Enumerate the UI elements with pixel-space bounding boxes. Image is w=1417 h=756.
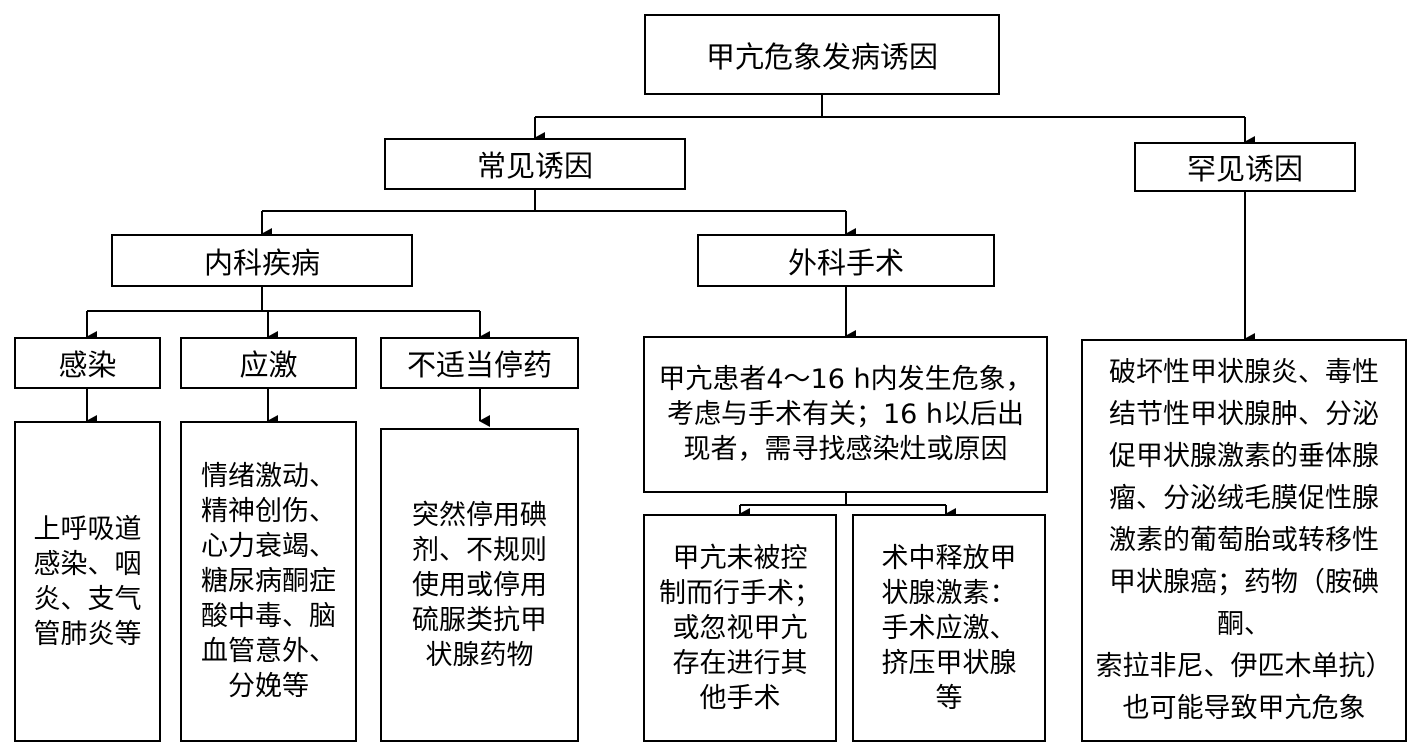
- infection-detail-box: 上呼吸道 感染、咽 炎、支气 管肺炎等: [14, 421, 161, 742]
- root-node: 甲亢危象发病诱因: [644, 14, 1000, 95]
- withdrawal-detail-text: 突然停用碘 剂、不规则 使用或停用 硫脲类抗甲 状腺药物: [412, 499, 547, 671]
- common-triggers-label: 常见诱因: [476, 149, 593, 183]
- rare-detail-text: 破坏性甲状腺炎、毒性 结节性甲状腺肿、分泌 促甲状腺激素的垂体腺 瘤、分泌绒毛膜…: [1095, 356, 1393, 724]
- stress-detail-text: 情绪激动、 精神创伤、 心力衰竭、 糖尿病酮症 酸中毒、脑 血管意外、 分娩等: [201, 461, 336, 702]
- stress-node: 应激: [180, 337, 357, 389]
- rare-triggers-node: 罕见诱因: [1134, 142, 1356, 192]
- root-label: 甲亢危象发病诱因: [705, 39, 938, 74]
- stress-detail-box: 情绪激动、 精神创伤、 心力衰竭、 糖尿病酮症 酸中毒、脑 血管意外、 分娩等: [180, 421, 357, 742]
- infection-detail-text: 上呼吸道 感染、咽 炎、支气 管肺炎等: [33, 513, 142, 650]
- infection-node: 感染: [14, 337, 161, 389]
- common-triggers-node: 常见诱因: [384, 138, 686, 190]
- hormone-release-text: 术中释放甲 状腺激素： 手术应激、 挤压甲状腺 等: [881, 542, 1017, 714]
- rare-detail-box: 破坏性甲状腺炎、毒性 结节性甲状腺肿、分泌 促甲状腺激素的垂体腺 瘤、分泌绒毛膜…: [1081, 339, 1407, 742]
- improper-withdrawal-node: 不适当停药: [380, 337, 579, 389]
- uncontrolled-surgery-box: 甲亢未被控 制而行手术； 或忽视甲亢 存在进行其 他手术: [643, 514, 837, 742]
- medical-disease-label: 内科疾病: [203, 245, 320, 280]
- surgery-timing-text: 甲亢患者4～16 h内发生危象， 考虑与手术有关；16 h以后出 现者，需寻找感…: [658, 364, 1033, 465]
- infection-label: 感染: [58, 348, 117, 382]
- hormone-release-box: 术中释放甲 状腺激素： 手术应激、 挤压甲状腺 等: [852, 514, 1046, 742]
- surgery-node: 外科手术: [697, 234, 995, 287]
- surgery-timing-box: 甲亢患者4～16 h内发生危象， 考虑与手术有关；16 h以后出 现者，需寻找感…: [643, 336, 1048, 493]
- surgery-label: 外科手术: [787, 245, 904, 280]
- medical-disease-node: 内科疾病: [111, 234, 413, 287]
- stress-label: 应激: [239, 348, 298, 382]
- improper-withdrawal-label: 不适当停药: [406, 348, 552, 382]
- rare-triggers-label: 罕见诱因: [1186, 152, 1303, 186]
- withdrawal-detail-box: 突然停用碘 剂、不规则 使用或停用 硫脲类抗甲 状腺药物: [380, 428, 579, 742]
- uncontrolled-surgery-text: 甲亢未被控 制而行手术； 或忽视甲亢 存在进行其 他手术: [659, 542, 821, 714]
